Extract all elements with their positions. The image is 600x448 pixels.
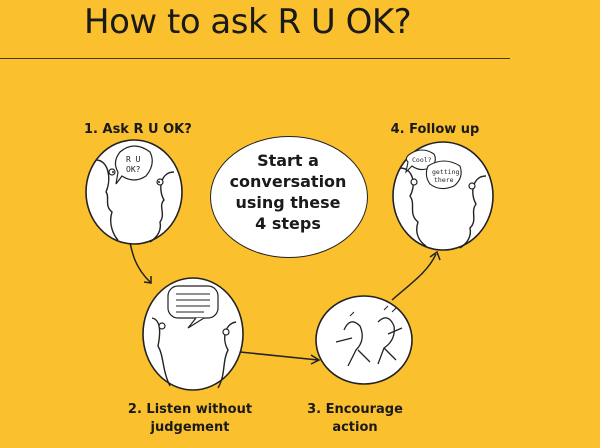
step-4-label: 4. Follow up: [390, 122, 480, 137]
face-left: [151, 317, 171, 387]
face-right: [217, 321, 237, 389]
bubble-text-1a: R U: [126, 155, 141, 164]
center-line: Start a: [257, 151, 319, 170]
bubble-text-4c: there: [434, 176, 454, 184]
speech-bubble: [114, 145, 153, 185]
arrow-2-to-3: [239, 351, 319, 361]
runner-right: [377, 317, 403, 365]
face-left: [95, 159, 119, 241]
center-line: 4 steps: [255, 214, 321, 233]
step-2-circle: [142, 277, 244, 391]
bubble-text-4b: getting: [432, 168, 459, 176]
speech-bubble-there: [425, 160, 462, 190]
arrow-3-to-4: [391, 253, 437, 301]
step-2-label: 2. Listen without judgement: [127, 402, 253, 435]
step-3-label: 3. Encourage action: [307, 402, 403, 435]
center-line: conversation: [229, 172, 347, 191]
center-line: using these: [235, 193, 341, 212]
face-left: [399, 167, 427, 247]
center-circle: [210, 136, 368, 258]
runner-left: [335, 321, 371, 367]
page-title: How to ask R U OK?: [84, 2, 412, 42]
speech-lines-bubble: [167, 285, 219, 319]
title-rule: [0, 58, 510, 59]
step-4-circle: [392, 141, 494, 251]
bubble-text-4a: Cool?: [412, 156, 432, 164]
step-1-circle: [85, 139, 183, 245]
bubble-text-1b: OK?: [126, 165, 141, 174]
step-1-label: 1. Ask R U OK?: [84, 122, 192, 137]
step-3-circle: [315, 295, 413, 385]
center-text: Start a conversation using these 4 steps: [210, 150, 366, 234]
